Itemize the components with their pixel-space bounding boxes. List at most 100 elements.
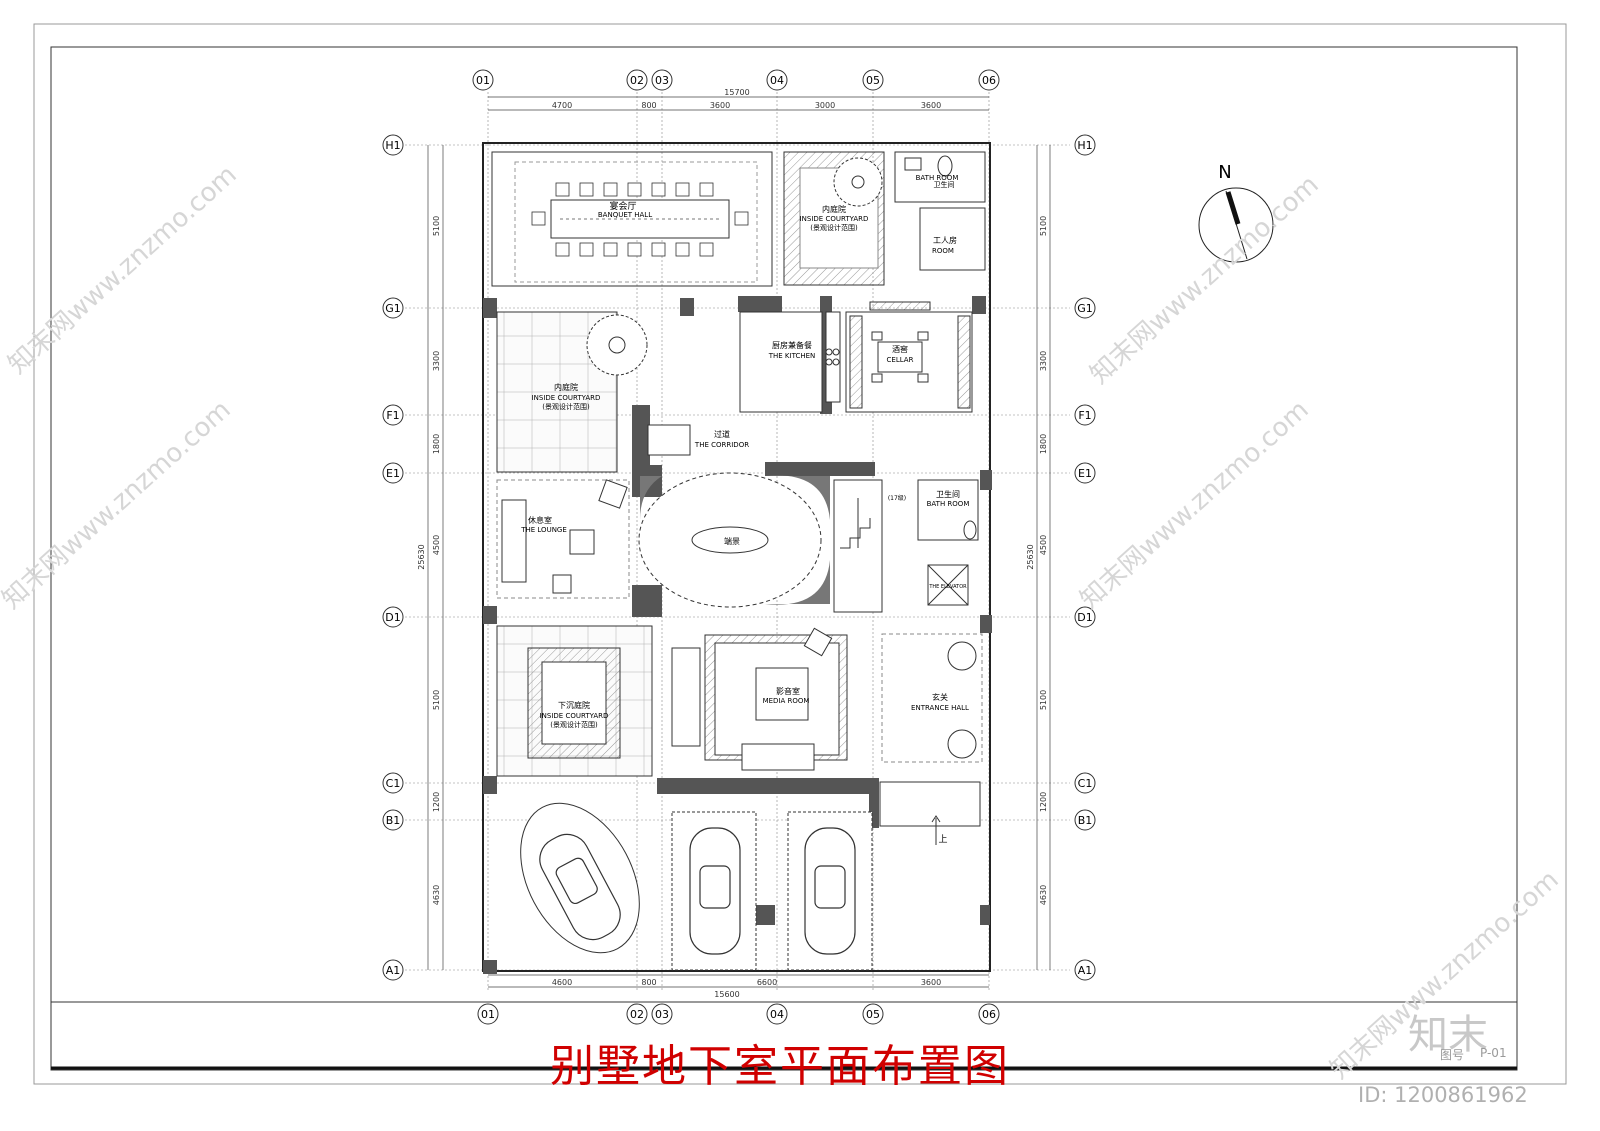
- watermarks: 知末网www.znzmo.com 知末网www.znzmo.com 知末网www…: [0, 160, 1565, 1085]
- north-arrow-icon: [1198, 187, 1274, 263]
- sheet-mark: 图号: [1440, 1048, 1465, 1062]
- side-dimension-texts: 25630 5100 3300 1800 4500 5100 1200 4630…: [417, 216, 1048, 905]
- scene-label: 端景: [724, 536, 740, 546]
- entrance-hall: [879, 633, 983, 845]
- sheet-outer-border: [33, 23, 1567, 1085]
- entrance-hall-cn: 玄关: [932, 692, 948, 702]
- kitchen-cn: 厨房兼备餐: [772, 340, 812, 350]
- grid-right-label: F1: [1078, 409, 1091, 422]
- image-id-label: ID: 1200861962: [1358, 1083, 1528, 1107]
- cellar: [845, 301, 973, 413]
- courtyard-1: [783, 151, 885, 286]
- dim-top: 3600: [710, 101, 730, 110]
- elevator-en: THE ELEVATOR: [928, 584, 967, 590]
- lounge-en: THE LOUNGE: [520, 526, 567, 534]
- grid-left-label: E1: [386, 467, 400, 480]
- grid-top-label: 05: [866, 74, 880, 87]
- corridor-en: THE CORRIDOR: [694, 441, 749, 449]
- grid-left-label: D1: [385, 611, 400, 624]
- grid-top-label: 03: [655, 74, 669, 87]
- service-rooms-mid: [917, 479, 979, 606]
- grid-left-label: A1: [386, 964, 401, 977]
- dim-top: 800: [641, 101, 656, 110]
- courtyard-1-note: (景观设计范围): [810, 223, 858, 232]
- banquet-hall: [491, 151, 773, 287]
- courtyard-2: [496, 311, 648, 473]
- up-label: 上: [938, 834, 947, 845]
- watermark: 知末网www.znzmo.com: [1075, 395, 1315, 615]
- car-icon: [804, 827, 856, 955]
- structural-walls: [483, 296, 992, 974]
- bath-room-1-en: BATH ROOM: [916, 174, 959, 182]
- dim-side: 5100: [1039, 216, 1048, 236]
- media-room-cn: 影音室: [776, 686, 800, 696]
- grid-right-label: D1: [1077, 611, 1092, 624]
- bath-room-2-en: BATH ROOM: [927, 500, 970, 508]
- banquet-chairs: [531, 182, 749, 257]
- worker-room-en: ROOM: [932, 247, 954, 255]
- drawing-title: 别墅地下室平面布置图: [550, 1041, 1010, 1092]
- corridor-plinth: [647, 424, 691, 456]
- dim-side-total: 25630: [1026, 544, 1035, 569]
- courtyard-2-en: INSIDE COURTYARD: [532, 394, 601, 402]
- dimension-lines: [427, 96, 1051, 988]
- service-rooms-top: [894, 151, 986, 271]
- worker-room-cn: 工人房: [933, 235, 957, 245]
- dim-side: 5100: [432, 690, 441, 710]
- dim-bottom: 800: [641, 978, 656, 987]
- dim-side: 4500: [432, 535, 441, 555]
- media-room-en: MEDIA ROOM: [763, 697, 810, 705]
- dimension-texts: 15700 4700 800 3600 3000 3600 4600 800 6…: [552, 88, 941, 999]
- dim-top-total: 15700: [724, 88, 749, 97]
- grid-left-label: F1: [386, 409, 399, 422]
- car-icon: [689, 827, 741, 955]
- grid-right-label: E1: [1078, 467, 1092, 480]
- kitchen: [739, 311, 841, 413]
- entrance-hall-en: ENTRANCE HALL: [911, 704, 969, 712]
- grid-bottom-label: 02: [630, 1008, 644, 1021]
- courtyard-3-cn: 下沉庭院: [558, 700, 590, 710]
- central-oval: [638, 472, 830, 608]
- grid-bottom-label: 05: [866, 1008, 880, 1021]
- dim-bottom-total: 15600: [714, 990, 739, 999]
- sheet-inner-border: [50, 46, 1518, 1071]
- stair: [833, 479, 883, 613]
- cellar-en: CELLAR: [887, 356, 914, 364]
- grid-left: H1 G1 F1 E1 D1 C1 B1 A1: [382, 134, 404, 981]
- watermark: 知末网www.znzmo.com: [1085, 170, 1325, 390]
- dim-side: 1800: [432, 434, 441, 454]
- grid-top-label: 01: [476, 74, 490, 87]
- dim-side: 5100: [432, 216, 441, 236]
- watermark: 知末网www.znzmo.com: [0, 395, 237, 615]
- grid-top: 01 02 03 04 05 06: [472, 69, 1000, 91]
- grid-bottom-label: 01: [481, 1008, 495, 1021]
- dim-side: 5100: [1039, 690, 1048, 710]
- dim-side: 1800: [1039, 434, 1048, 454]
- stair-note: (17级): [888, 494, 906, 502]
- banquet-hall-en: BANQUET HALL: [598, 211, 652, 219]
- kitchen-en: THE KITCHEN: [768, 352, 816, 360]
- courtyard-3-note: (景观设计范围): [550, 720, 598, 729]
- dim-top: 3000: [815, 101, 835, 110]
- grid-right-label: H1: [1077, 139, 1092, 152]
- grid-top-label: 04: [770, 74, 784, 87]
- car-icon: [539, 833, 621, 941]
- dim-side: 1200: [1039, 792, 1048, 812]
- grid-bottom-label: 06: [982, 1008, 996, 1021]
- cellar-cn: 酒窖: [892, 344, 908, 354]
- dim-bottom: 6600: [757, 978, 777, 987]
- brand-logo: 知末: [1408, 1012, 1488, 1058]
- grid-right-label: C1: [1078, 777, 1093, 790]
- dim-bottom: 4600: [552, 978, 572, 987]
- grid-right-label: G1: [1077, 302, 1093, 315]
- grid-right-label: B1: [1078, 814, 1093, 827]
- grid-bottom-label: 03: [655, 1008, 669, 1021]
- dim-side-total: 25630: [417, 544, 426, 569]
- grid-top-label: 06: [982, 74, 996, 87]
- lounge-cn: 休息室: [528, 515, 552, 525]
- watermark: 知末网www.znzmo.com: [3, 160, 243, 380]
- bath-room-2-cn: 卫生间: [936, 489, 960, 499]
- dim-top: 4700: [552, 101, 572, 110]
- dim-side: 3300: [1039, 351, 1048, 371]
